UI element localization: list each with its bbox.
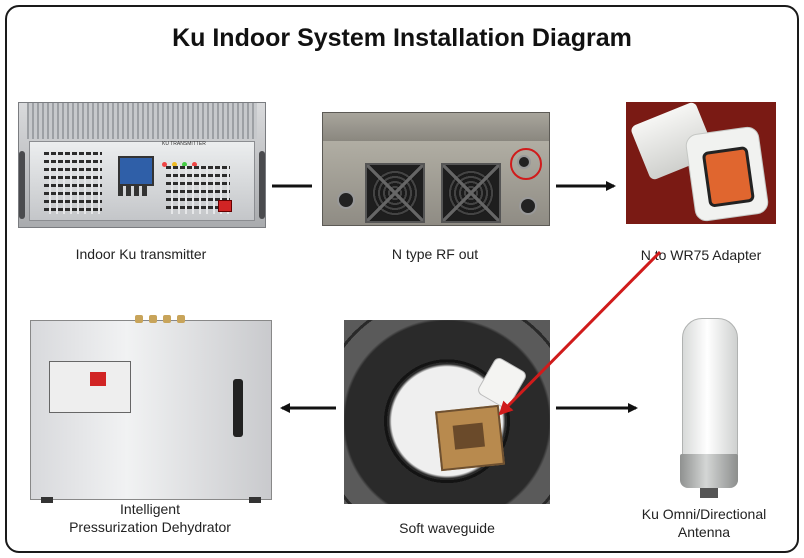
rf-out-highlight-circle: [510, 148, 542, 180]
waveguide-caption: Soft waveguide: [399, 520, 495, 536]
dehydrator-caption-line1: Intelligent: [120, 501, 180, 517]
adapter-caption: N to WR75 Adapter: [640, 247, 762, 263]
transmitter-panel-text: KU TRANSMITTER: [162, 141, 206, 147]
dehydrator-caption-line2: Pressurization Dehydrator: [69, 519, 231, 535]
antenna-caption-line1: Ku Omni/Directional: [641, 506, 767, 522]
antenna-caption-line2: Antenna: [677, 524, 731, 540]
rf-out-caption: N type RF out: [391, 246, 479, 262]
diagram-title: Ku Indoor System Installation Diagram: [172, 24, 632, 52]
transmitter-caption: Indoor Ku transmitter: [75, 246, 207, 262]
